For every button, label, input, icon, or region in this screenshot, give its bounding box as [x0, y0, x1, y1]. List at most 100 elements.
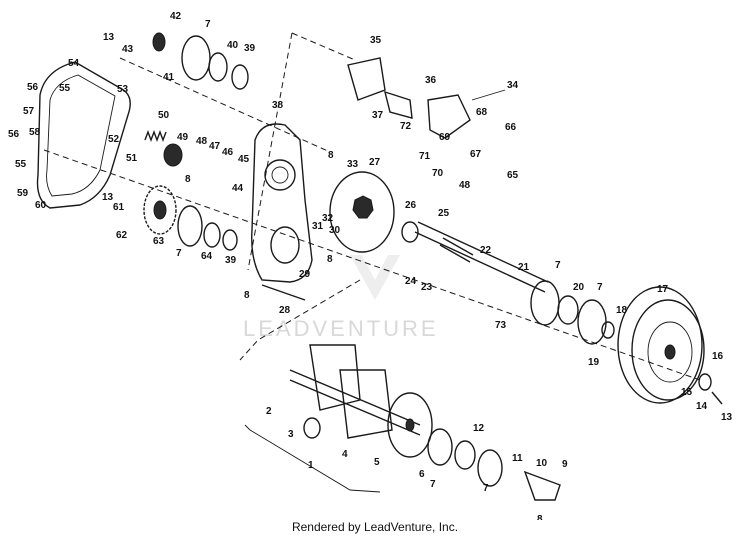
driven-clutch	[617, 286, 705, 404]
part-number-label: 25	[438, 208, 450, 219]
part-number-label: 26	[405, 200, 417, 211]
part-number-label: 27	[369, 157, 381, 168]
watermark-logo	[350, 255, 400, 300]
part-number-label: 14	[696, 401, 708, 412]
part-number-label: 3	[288, 429, 294, 440]
part-number-label: 47	[209, 141, 221, 152]
part-number-label: 17	[657, 284, 669, 295]
part-number-label: 24	[405, 276, 417, 287]
part-number-label: 32	[322, 213, 334, 224]
part-number-label: 70	[432, 168, 444, 179]
part-number-label: 64	[201, 251, 213, 262]
clutch-bolt	[711, 391, 723, 405]
part-number-label: 10	[536, 458, 548, 469]
part-number-label: 8	[244, 290, 250, 301]
part-number-label: 55	[59, 83, 71, 94]
part-number-label: 8	[327, 254, 333, 265]
part-number-label: 7	[555, 260, 561, 271]
part-number-label: 38	[272, 100, 284, 111]
alignment-line	[247, 32, 293, 271]
part-number-label: 69	[439, 132, 451, 143]
part-number-label: 67	[470, 149, 482, 160]
tensioner-spring	[144, 130, 167, 142]
part-number-label: 54	[68, 58, 80, 69]
part-number-label: 35	[370, 35, 382, 46]
part-number-label: 68	[476, 107, 488, 118]
part-number-label: 46	[222, 147, 234, 158]
part-number-label: 8	[185, 174, 191, 185]
part-number-label: 13	[103, 32, 115, 43]
jackshaft	[401, 221, 549, 293]
part-number-label: 23	[421, 282, 433, 293]
part-number-label: 43	[122, 44, 134, 55]
part-number-label: 7	[205, 19, 211, 30]
part-number-label: 12	[473, 423, 485, 434]
part-number-label: 8	[537, 514, 543, 520]
part-number-label: 33	[347, 159, 359, 170]
part-number-label: 50	[158, 110, 170, 121]
watermark-text: LEADVENTURE	[243, 316, 439, 341]
part-number-label: 7	[430, 479, 436, 490]
alignment-line	[291, 32, 356, 61]
case-bolt	[261, 284, 306, 301]
tensioner-roller	[163, 143, 183, 167]
alignment-line	[43, 149, 701, 381]
part-number-label: 7	[597, 282, 603, 293]
part-number-label: 65	[507, 170, 519, 181]
part-number-label: 52	[108, 134, 120, 145]
chain-case	[251, 123, 313, 283]
part-number-label: 13	[721, 412, 733, 423]
part-number-label: 34	[507, 80, 519, 91]
part-number-label: 48	[196, 136, 208, 147]
part-number-label: 39	[244, 43, 256, 54]
part-number-label: 39	[225, 255, 237, 266]
lower-sprocket	[143, 185, 238, 251]
part-number-label: 63	[153, 236, 165, 247]
part-number-label: 60	[35, 200, 47, 211]
part-number-label: 16	[712, 351, 724, 362]
part-number-label: 72	[400, 121, 412, 132]
part-number-label: 19	[588, 357, 600, 368]
part-number-label: 71	[419, 151, 431, 162]
exploded-view-svg: LEADVENTURE	[8, 11, 733, 520]
part-number-label: 58	[29, 127, 41, 138]
part-number-label: 44	[232, 183, 244, 194]
part-number-label: 30	[329, 225, 341, 236]
part-number-label: 18	[616, 305, 628, 316]
part-number-label: 20	[573, 282, 585, 293]
part-number-label: 51	[126, 153, 138, 164]
part-number-label: 61	[113, 202, 125, 213]
clutch-washer	[698, 373, 712, 391]
part-number-label: 13	[102, 192, 114, 203]
part-number-label: 48	[459, 180, 471, 191]
part-number-label: 9	[562, 459, 568, 470]
part-number-label: 22	[480, 245, 492, 256]
part-number-label: 28	[279, 305, 291, 316]
part-number-label: 36	[425, 75, 437, 86]
part-number-label: 31	[312, 221, 324, 232]
alignment-line	[119, 57, 331, 153]
drive-seal	[303, 417, 321, 439]
brake-bracket	[347, 57, 506, 139]
gear-case-cover	[36, 61, 131, 209]
part-number-label: 62	[116, 230, 128, 241]
part-number-label: 7	[483, 483, 489, 494]
part-number-label: 66	[505, 122, 517, 133]
part-number-label: 56	[27, 82, 39, 93]
jackshaft-bearing-stack	[530, 280, 615, 345]
part-number-label: 56	[8, 129, 20, 140]
part-number-label: 4	[342, 449, 348, 460]
drive-bracket-line	[244, 424, 381, 493]
part-number-label: 73	[495, 320, 507, 331]
part-number-label: 49	[177, 132, 189, 143]
upper-gear-stack	[152, 32, 249, 90]
part-number-label: 42	[170, 11, 182, 22]
part-number-label: 15	[681, 387, 693, 398]
part-number-label: 5	[374, 457, 380, 468]
footer-credit: Rendered by LeadVenture, Inc.	[291, 520, 459, 534]
part-number-label: 21	[518, 262, 530, 273]
part-number-label: 53	[117, 84, 129, 95]
part-number-label: 6	[419, 469, 425, 480]
